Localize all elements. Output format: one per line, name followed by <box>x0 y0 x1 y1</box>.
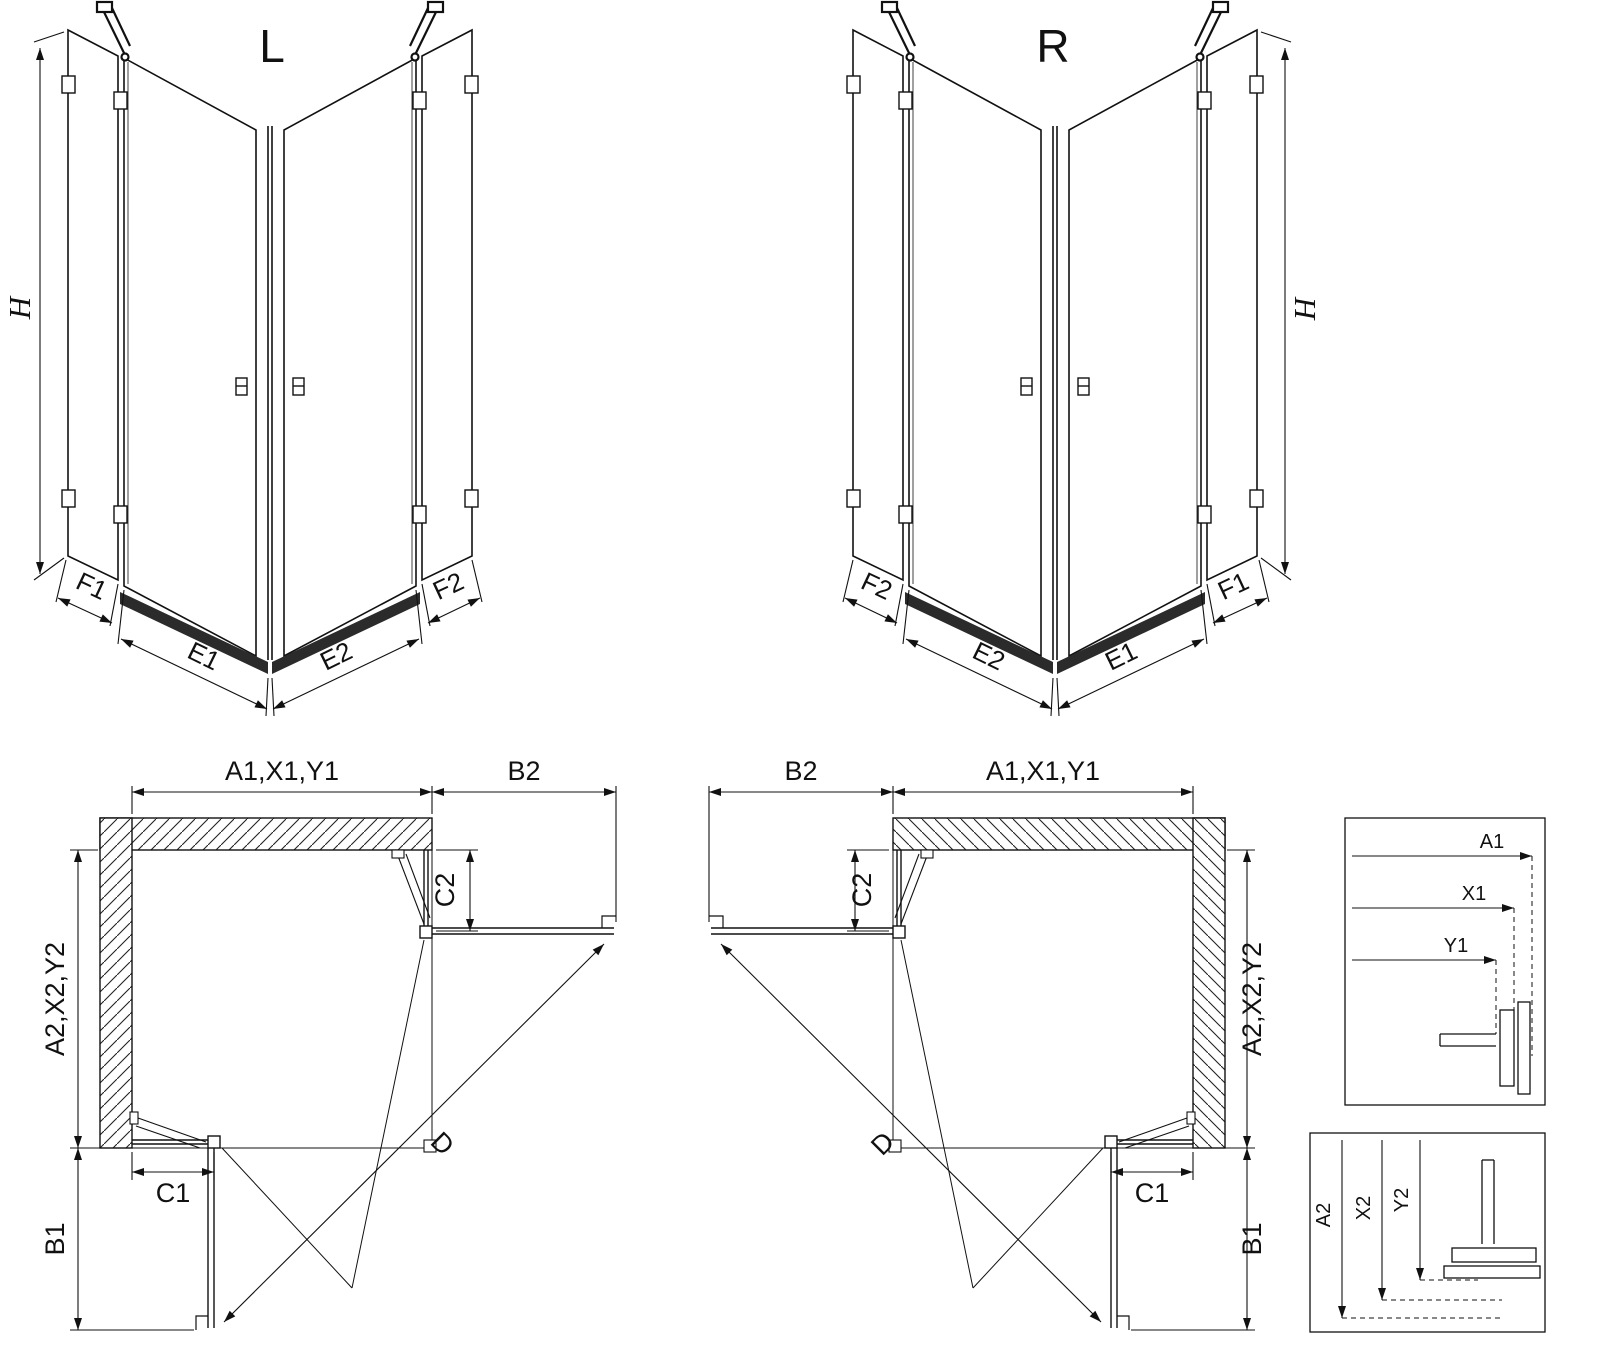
width-total-label: A1,X1,Y1 <box>225 756 339 786</box>
door-open-top-label: B2 <box>784 756 817 786</box>
profile-section-detail <box>1439 1001 1531 1095</box>
fixed-near-label: F1 <box>72 566 112 606</box>
depth-total-label: A2,X2,Y2 <box>40 942 70 1056</box>
diagonal-label: D <box>865 1126 900 1161</box>
plan-view-right-labels: B2 A1,X1,Y1 C2 A2,X2,Y2 C1 B1 D <box>784 756 1267 1256</box>
profile-section-detail <box>1443 1159 1541 1279</box>
detail-y2-label: Y2 <box>1391 1188 1413 1212</box>
detail-box-depth <box>1309 1132 1546 1333</box>
diagonal-label: D <box>425 1126 460 1161</box>
detail-a1-label: A1 <box>1480 831 1504 853</box>
fixed-bottom-label: C1 <box>1135 1178 1170 1208</box>
fixed-bottom-label: C1 <box>156 1178 191 1208</box>
variant-label-right: R <box>1036 20 1069 72</box>
height-label: H <box>1288 296 1323 321</box>
depth-total-label: A2,X2,Y2 <box>1237 942 1267 1056</box>
width-total-label: A1,X1,Y1 <box>986 756 1100 786</box>
fixed-side-label: C2 <box>430 873 460 908</box>
detail-box-width-labels: A1 X1 Y1 <box>1444 831 1504 957</box>
detail-x2-label: X2 <box>1353 1196 1375 1220</box>
door-open-bottom-label: B1 <box>1237 1222 1267 1255</box>
variant-label-left: L <box>259 20 285 72</box>
fixed-far-label: F2 <box>428 566 468 606</box>
detail-depth-reference-lines <box>1342 1279 1502 1319</box>
detail-box-depth-frame <box>1309 1132 1546 1333</box>
perspective-view-right <box>843 2 1291 716</box>
perspective-view-left <box>34 2 482 716</box>
detail-width-reference-lines <box>1495 856 1533 1056</box>
detail-box-width-frame <box>1344 817 1546 1106</box>
height-label: H <box>2 295 37 320</box>
fixed-near-label: F2 <box>857 566 897 606</box>
fixed-far-label: F1 <box>1213 566 1253 606</box>
detail-box-depth-labels: A2 X2 Y2 <box>1313 1188 1413 1227</box>
plan-view-left-labels: A1,X1,Y1 B2 C2 A2,X2,Y2 C1 B1 D <box>40 756 541 1256</box>
detail-y1-label: Y1 <box>1444 935 1468 957</box>
fixed-side-label: C2 <box>847 873 877 908</box>
detail-box-width <box>1344 817 1546 1106</box>
plan-view-right <box>709 786 1255 1330</box>
plan-view-left <box>70 786 616 1330</box>
door-open-top-label: B2 <box>507 756 540 786</box>
detail-x1-label: X1 <box>1462 883 1486 905</box>
door-open-bottom-label: B1 <box>40 1222 70 1255</box>
detail-a2-label: A2 <box>1313 1203 1335 1227</box>
